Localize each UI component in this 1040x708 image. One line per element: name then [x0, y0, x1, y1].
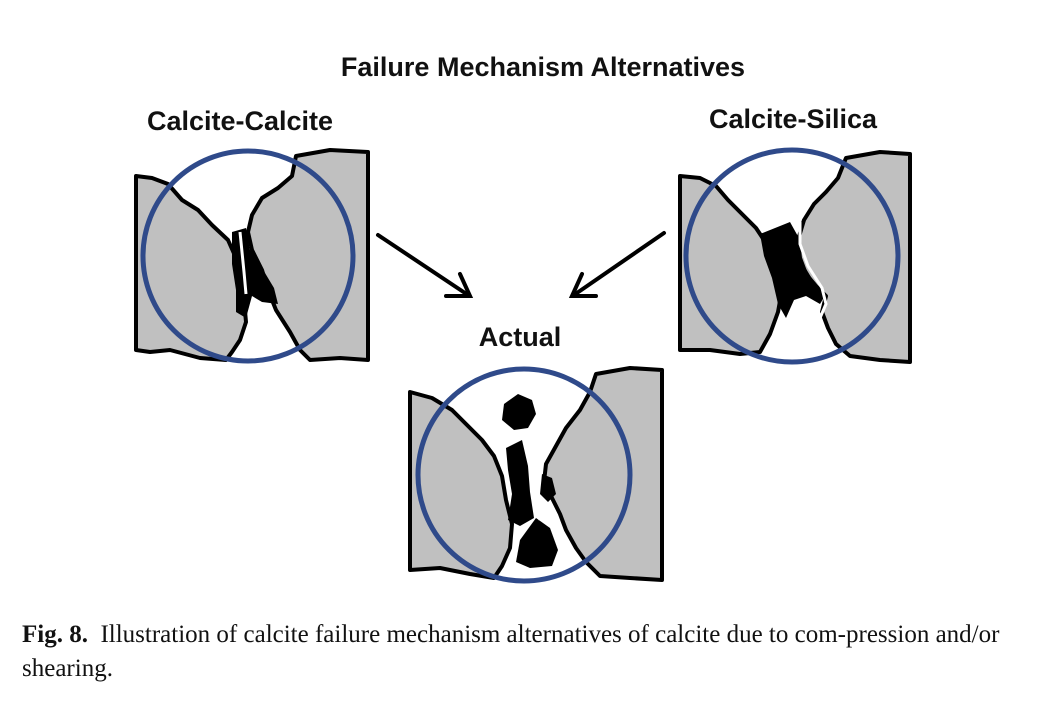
panel-calcite-silica	[678, 147, 912, 365]
focus-circle	[683, 147, 901, 365]
left-grain	[134, 174, 248, 362]
arrow-left	[376, 233, 474, 298]
right-grain	[796, 150, 912, 364]
fracture-fill	[760, 222, 826, 318]
fragment-bottom	[516, 518, 558, 568]
fracture-fill	[506, 440, 534, 526]
crack-line	[526, 439, 542, 521]
label-calcite-silica: Calcite-Silica	[709, 104, 878, 134]
panel-calcite-calcite	[134, 148, 370, 364]
right-grain	[542, 366, 664, 582]
left-grain	[408, 390, 514, 580]
label-calcite-calcite: Calcite-Calcite	[147, 106, 333, 136]
crack-line	[798, 222, 828, 319]
crack-line	[238, 231, 248, 295]
fracture-fill	[232, 228, 278, 318]
figure: Failure Mechanism Alternatives Calcite-C…	[134, 52, 912, 584]
caption-text: Illustration of calcite failure mechanis…	[22, 621, 1000, 682]
focus-circle	[140, 148, 356, 364]
fragment-top	[502, 394, 536, 430]
panel-actual	[408, 366, 664, 584]
figure-title: Failure Mechanism Alternatives	[341, 52, 745, 82]
figure-caption: Fig. 8. Illustration of calcite failure …	[22, 618, 1022, 686]
focus-circle	[415, 366, 633, 584]
left-grain	[678, 174, 784, 356]
caption-label: Fig. 8.	[22, 621, 88, 648]
fragment-side	[540, 474, 556, 502]
right-grain	[246, 148, 370, 362]
arrow-right	[568, 231, 666, 298]
label-actual: Actual	[479, 322, 562, 352]
